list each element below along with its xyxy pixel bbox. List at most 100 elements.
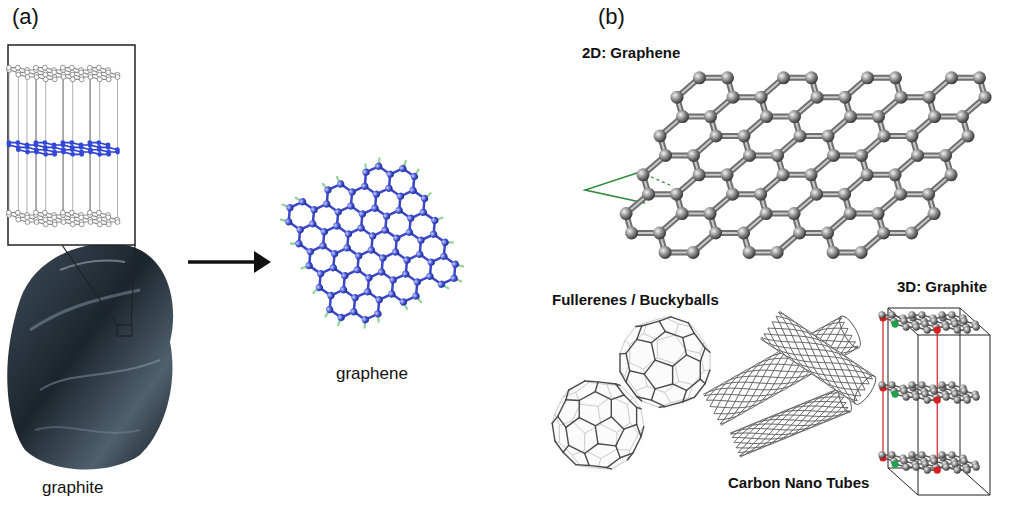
front-bond [620,372,626,382]
atom [115,220,120,225]
front-bond [758,438,765,439]
atom [315,283,325,293]
back-bond [710,400,713,406]
atom [401,269,411,279]
back-bond [584,433,585,450]
back-bond [721,394,724,400]
atom [670,188,683,201]
front-bond [763,418,769,420]
atom [97,77,102,82]
atom [406,213,416,223]
atom [905,226,918,239]
front-bond [616,446,620,458]
atom [79,70,84,75]
front-bond [788,430,793,434]
front-bond [671,317,689,323]
front-bond [616,429,624,446]
front-bond [563,445,568,452]
back-bond [831,407,835,412]
front-bond [718,419,725,421]
process-arrow [188,260,256,264]
front-bond [835,402,839,407]
back-bond [767,428,774,429]
front-bond [714,413,721,414]
front-bond [710,406,717,407]
front-bond [721,407,724,413]
atom [827,149,840,162]
back-bond [767,383,774,384]
atom [710,129,723,142]
atom [822,129,835,142]
front-bond [810,421,815,425]
front-bond [793,425,798,430]
atom [332,221,342,231]
atom [42,140,47,145]
front-bond [585,444,598,454]
atom [43,152,48,157]
front-bond [703,392,709,395]
front-bond [595,426,598,444]
front-bond [637,425,641,437]
front-bond [815,416,820,421]
atom [106,145,111,150]
back-bond [778,424,785,425]
back-bond [752,382,759,383]
back-bond [819,395,824,398]
back-bond [630,434,638,451]
front-bond [778,420,782,425]
back-bond [598,406,601,424]
front-bond [720,422,726,424]
atom [363,287,373,297]
atom [333,207,343,217]
atom [336,179,346,189]
front-bond [771,419,776,424]
atom [878,129,891,142]
front-bond [642,321,660,326]
zoom-line [131,245,135,326]
atom [306,247,316,257]
atom [405,227,415,237]
back-bond [781,365,784,371]
front-bond [585,380,598,382]
front-bond [566,427,569,445]
back-bond [782,419,789,420]
atom [346,201,356,211]
atom [15,140,20,145]
front-bond [611,395,624,400]
front-bond [765,438,771,439]
back-bond [714,413,721,414]
atom [821,226,834,239]
back-bond [763,370,766,376]
front-bond [611,400,612,417]
atom [61,150,66,155]
front-bond [710,400,713,406]
atom [374,295,384,305]
back-bond [837,407,842,412]
back-bond [760,439,765,444]
atom [371,189,381,199]
atom [676,110,689,123]
front-bond [644,360,655,374]
front-bond [717,401,720,407]
atom [838,188,851,201]
back-bond [774,370,781,371]
atom [70,77,75,82]
front-bond [786,410,792,412]
atom [79,215,84,220]
atom [861,168,874,181]
front-bond [782,434,788,435]
atom [429,230,439,240]
back-bond [752,438,759,439]
back-bond [778,377,785,378]
back-bond [813,416,820,417]
front-bond [616,384,624,395]
front-bond [809,416,813,421]
back-bond [808,400,813,403]
atom [889,168,902,181]
back-bond [809,405,815,406]
back-bond [585,424,601,433]
atom [96,140,101,145]
front-bond [749,447,755,448]
back-bond [767,424,771,429]
back-bond [767,370,774,371]
